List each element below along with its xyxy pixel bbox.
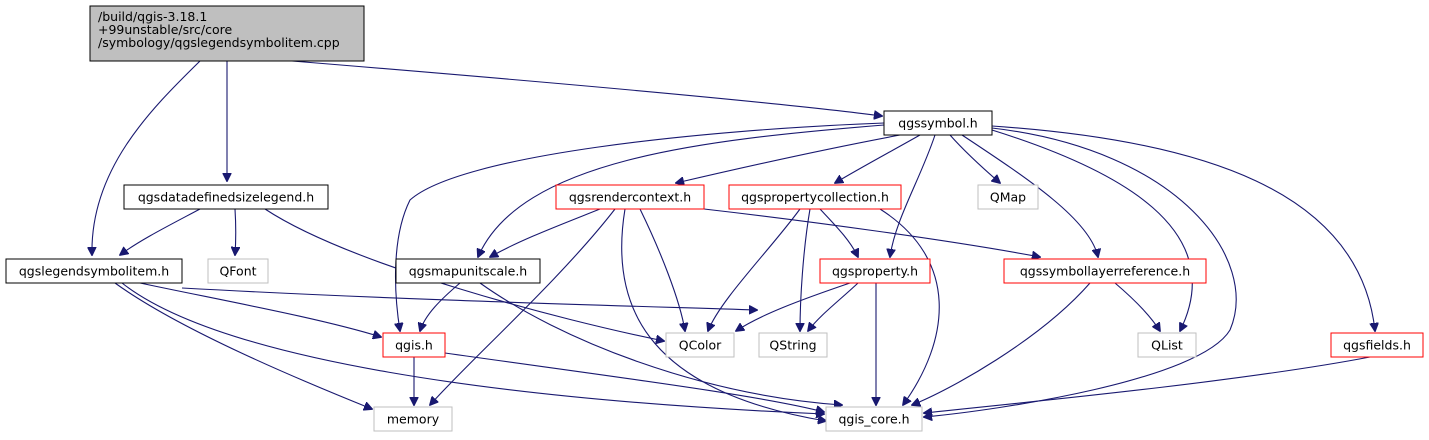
node-label-qgslegendsymbolitem: qgslegendsymbolitem.h	[19, 264, 169, 279]
edge-qgspropertycollection-to-qstring	[800, 208, 811, 331]
edge-qgssymbol-to-qgsrendercontext	[676, 134, 901, 183]
edge-qgsproperty-to-qstring	[808, 282, 859, 331]
node-qgssymbol[interactable]: qgssymbol.h	[883, 110, 993, 136]
edge-qgsfields-to-qgis_core	[924, 356, 1371, 413]
edge-qgslegendsymbolitem-to-qgis_core	[121, 282, 824, 414]
edge-qgsmapunitscale-to-qgis	[420, 282, 461, 331]
edge-qgssymbollayerreference-to-qgis_core	[912, 282, 1091, 405]
node-box-qgssymbol	[883, 110, 993, 136]
node-label-qgssymbollayerreference: qgssymbollayerreference.h	[1020, 264, 1190, 279]
edges-layer	[92, 60, 1375, 421]
node-qfont[interactable]: QFont	[207, 258, 269, 284]
edge-qgsrendercontext-to-qgis_core	[621, 208, 826, 421]
node-box-qgsrendercontext	[555, 184, 705, 210]
edge-qgssymbol-to-qmap	[949, 134, 1000, 183]
node-label-qlist: QList	[1151, 338, 1183, 353]
node-label-qmap: QMap	[990, 190, 1026, 205]
node-box-qfont	[207, 258, 269, 284]
node-qstring[interactable]: QString	[758, 332, 828, 358]
edge-qgsproperty-to-qcolor	[736, 282, 851, 331]
edge-qgsrendercontext-to-qgssymbollayerreference	[703, 208, 1040, 257]
node-box-qmap	[977, 184, 1039, 210]
node-memory[interactable]: memory	[373, 406, 453, 432]
edge-qgsdatadefinedsizelegend-to-qcolor	[264, 208, 664, 341]
node-box-qgis	[382, 332, 446, 358]
node-label-qgssymbol: qgssymbol.h	[898, 116, 977, 131]
node-qgssymbollayerreference[interactable]: qgssymbollayerreference.h	[1003, 258, 1207, 284]
node-label-qgsproperty: qgsproperty.h	[832, 264, 918, 279]
edge-qgis-to-qgis_core	[444, 352, 824, 412]
edge-qgsdatadefinedsizelegend-to-qfont	[235, 208, 236, 255]
node-box-qgsfields	[1330, 332, 1424, 358]
node-qgsfields[interactable]: qgsfields.h	[1330, 332, 1424, 358]
node-qgsdatadefinedsizelegend[interactable]: qgsdatadefinedsizelegend.h	[123, 184, 329, 210]
edge-qgsrendercontext-to-qcolor	[639, 208, 685, 331]
edge-qgslegendsymbolitem-to-memory	[114, 282, 372, 409]
node-label-qgis_core: qgis_core.h	[838, 412, 909, 427]
node-box-root	[89, 5, 365, 62]
node-box-qlist	[1137, 332, 1197, 358]
node-label-qgsmapunitscale: qgsmapunitscale.h	[409, 264, 527, 279]
edge-qgssymbol-to-qgspropertycollection	[835, 134, 921, 183]
edge-qgslegendsymbolitem-to-qstring	[181, 287, 757, 310]
edge-root-to-qgslegendsymbolitem	[92, 60, 201, 255]
node-box-qgsproperty	[819, 258, 931, 284]
node-box-qgslegendsymbolitem	[5, 258, 183, 284]
edge-qgssymbol-to-qgsfields	[991, 125, 1375, 331]
node-label-qgsdatadefinedsizelegend: qgsdatadefinedsizelegend.h	[138, 190, 314, 205]
edge-qgssymbol-to-qgis	[396, 122, 885, 331]
edge-qgssymbol-to-qgsproperty	[890, 134, 936, 257]
edge-qgssymbollayerreference-to-qlist	[1114, 282, 1160, 331]
edge-qgssymbol-to-qlist	[991, 129, 1193, 331]
node-qcolor[interactable]: QColor	[665, 332, 735, 358]
node-label-root-line-1: /build/qgis-3.18.1	[98, 9, 207, 24]
edge-qgspropertycollection-to-qcolor	[708, 208, 801, 331]
node-qlist[interactable]: QList	[1137, 332, 1197, 358]
node-box-qgsmapunitscale	[395, 258, 541, 284]
node-label-qgsrendercontext: qgsrendercontext.h	[569, 190, 691, 205]
edge-root-to-qgssymbol	[291, 60, 882, 116]
nodes-layer: /build/qgis-3.18.1+99unstable/src/core/s…	[5, 5, 1424, 432]
node-box-qcolor	[665, 332, 735, 358]
edge-qgspropertycollection-to-qgis_core	[879, 208, 940, 405]
node-label-qstring: QString	[769, 338, 816, 353]
node-label-qcolor: QColor	[679, 338, 722, 353]
node-box-qgspropertycollection	[728, 184, 902, 210]
node-label-root-line-3: /symbology/qgslegendsymbolitem.cpp	[98, 35, 340, 50]
node-qmap[interactable]: QMap	[977, 184, 1039, 210]
node-qgspropertycollection[interactable]: qgspropertycollection.h	[728, 184, 902, 210]
edge-qgsdatadefinedsizelegend-to-qgslegendsymbolitem	[120, 208, 201, 255]
edge-qgslegendsymbolitem-to-qgis	[139, 282, 381, 337]
node-label-root-line-2: +99unstable/src/core	[98, 22, 232, 37]
node-qgis_core[interactable]: qgis_core.h	[825, 406, 923, 432]
node-label-qgsfields: qgsfields.h	[1343, 338, 1411, 353]
node-qgis[interactable]: qgis.h	[382, 332, 446, 358]
node-qgslegendsymbolitem[interactable]: qgslegendsymbolitem.h	[5, 258, 183, 284]
node-box-qgsdatadefinedsizelegend	[123, 184, 329, 210]
node-box-qgis_core	[825, 406, 923, 432]
edge-qgsmapunitscale-to-qgis_core	[479, 282, 842, 405]
node-box-qstring	[758, 332, 828, 358]
edge-qgspropertycollection-to-qgsproperty	[819, 208, 858, 257]
edge-qgsrendercontext-to-memory	[430, 208, 616, 405]
edge-qgsrendercontext-to-qgsmapunitscale	[490, 208, 601, 257]
node-qgsrendercontext[interactable]: qgsrendercontext.h	[555, 184, 705, 210]
node-root[interactable]: /build/qgis-3.18.1+99unstable/src/core/s…	[89, 5, 365, 62]
node-qgsmapunitscale[interactable]: qgsmapunitscale.h	[395, 258, 541, 284]
node-label-qgis: qgis.h	[395, 338, 433, 353]
node-box-qgssymbollayerreference	[1003, 258, 1207, 284]
node-label-qfont: QFont	[219, 264, 256, 279]
node-label-qgspropertycollection: qgspropertycollection.h	[741, 190, 889, 205]
edge-qgssymbol-to-qgssymbollayerreference	[961, 134, 1098, 257]
node-box-memory	[373, 406, 453, 432]
edge-qgssymbol-to-qgsmapunitscale	[478, 124, 885, 257]
node-qgsproperty[interactable]: qgsproperty.h	[819, 258, 931, 284]
node-label-memory: memory	[387, 412, 440, 427]
